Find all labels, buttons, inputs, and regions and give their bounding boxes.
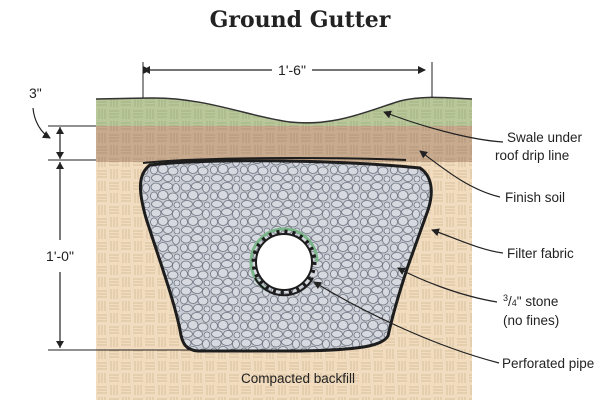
diagram-title: Ground Gutter (210, 7, 391, 33)
pipe-body (255, 233, 313, 291)
label-swale-line2: roof drip line (495, 148, 569, 163)
stone-fraction-den: 4 (512, 298, 517, 308)
fabric-top-flap (142, 157, 407, 164)
pipe-wrap-bottom (254, 277, 314, 297)
pipe-wrap-ring (249, 227, 319, 297)
swale-depth-label: 3" (29, 85, 42, 101)
leader-filter-fabric (431, 228, 504, 254)
leader-stone (397, 267, 498, 303)
stone-fraction-num: 3 (503, 293, 508, 303)
label-filter-fabric: Filter fabric (507, 246, 574, 261)
label-swale-line1: Swale under (507, 130, 583, 145)
label-compacted-backfill: Compacted backfill (241, 371, 355, 386)
label-stone-line2: (no fines) (503, 313, 559, 328)
width-dimension: 1'-6" (142, 62, 433, 98)
swale-depth-pointer (32, 107, 51, 139)
ground-surface-line (95, 96, 473, 124)
leader-finish-soil (419, 150, 501, 198)
finish-soil-layer (96, 122, 472, 162)
label-perforated-pipe: Perforated pipe (502, 356, 594, 371)
width-label: 1'-6" (278, 62, 306, 78)
depth-label: 1'-0" (46, 248, 74, 264)
stone-fraction-slash: / (508, 294, 512, 309)
callout-leaders (313, 110, 504, 364)
leader-swale (383, 110, 504, 143)
label-finish-soil: Finish soil (505, 190, 565, 205)
depth-dimension: 1'-0" (46, 162, 196, 351)
stone-size-rest: " stone (517, 294, 559, 309)
grass-swale-layer (96, 97, 472, 126)
pipe-perforations (251, 229, 317, 295)
label-stone: 3/4" stone (503, 293, 558, 309)
perforated-pipe[interactable] (249, 227, 319, 297)
swale-depth-dimension: 3" (29, 85, 96, 161)
leader-pipe (313, 281, 500, 364)
